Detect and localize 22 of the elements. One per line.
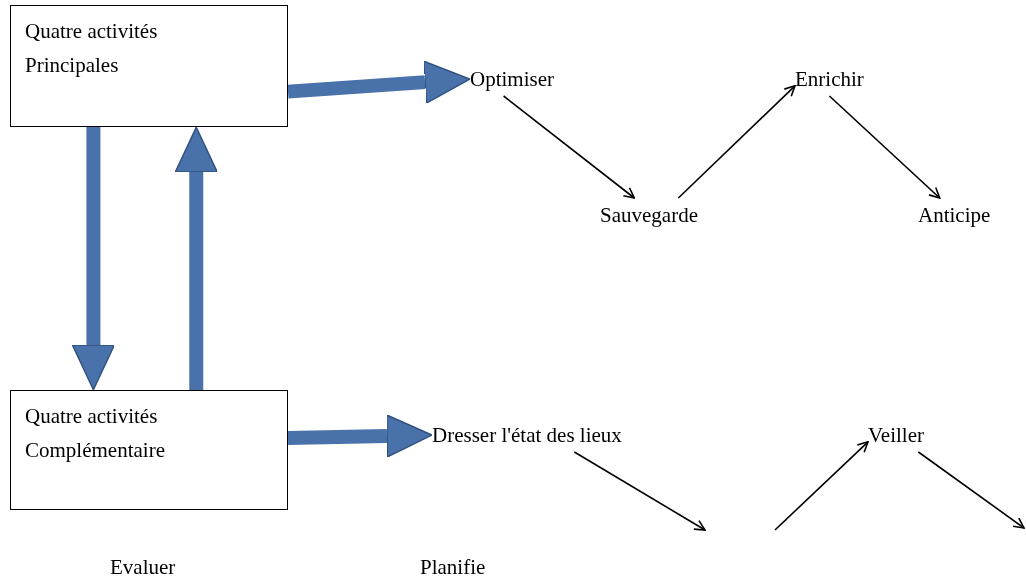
activity-box	[10, 5, 288, 127]
step-text: Anticipe	[918, 198, 991, 232]
block-arrow	[287, 414, 433, 458]
box-text: Quatre activités Complémentaire	[25, 403, 166, 464]
arrow	[677, 85, 796, 199]
arrow	[573, 451, 706, 531]
activity-box	[10, 390, 288, 510]
step-text: Optimiser	[470, 62, 554, 96]
step-text: Sauvegarde	[600, 198, 698, 232]
arrow	[828, 95, 941, 199]
step-text: Enrichir	[795, 62, 864, 96]
arrow	[917, 451, 1025, 529]
label-text: Planifie	[420, 555, 486, 578]
arrow	[502, 95, 636, 199]
step-text: Veiller	[868, 418, 924, 452]
block-arrow	[174, 126, 218, 390]
step-text: Dresser l'état des lieux	[432, 418, 622, 452]
arrow	[774, 441, 869, 531]
label-text: Evaluer	[110, 555, 176, 578]
block-arrow	[287, 60, 471, 104]
block-arrow	[71, 127, 116, 391]
box-text: Quatre activités Principales	[25, 18, 159, 79]
